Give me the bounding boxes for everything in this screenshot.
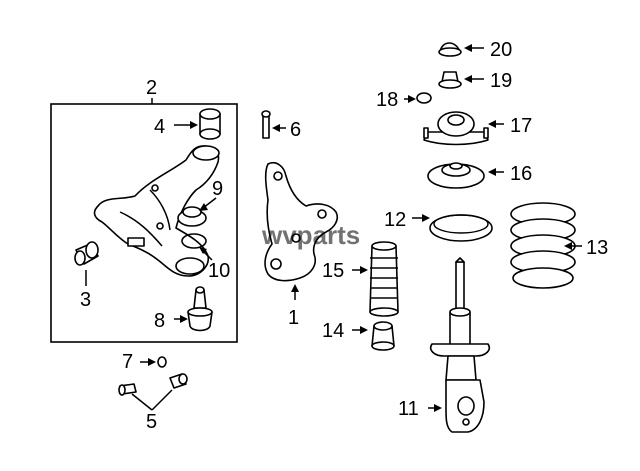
bolts-part-5 [118, 373, 188, 411]
callout-8: 8 [154, 310, 165, 332]
cap-part-20 [438, 42, 484, 57]
bushing-part-3 [74, 241, 99, 286]
spring-seat-part-16 [427, 162, 504, 189]
callout-4: 4 [154, 116, 165, 138]
callout-15: 15 [322, 260, 344, 282]
callout-11: 11 [398, 398, 419, 420]
watermark: wvparts [261, 220, 360, 250]
insulator-part-12 [412, 214, 493, 242]
callout-9: 9 [212, 178, 223, 200]
callout-2: 2 [146, 77, 157, 99]
ball-joint-part-8 [174, 286, 213, 332]
coil-spring-part-13 [510, 202, 582, 289]
callout-6: 6 [290, 119, 301, 141]
strut-mount-part-17 [423, 111, 504, 146]
callout-3: 3 [80, 289, 91, 311]
bump-stop-part-14 [352, 321, 395, 351]
callout-13: 13 [586, 237, 608, 259]
lower-control-arm [93, 145, 220, 277]
strut-part-11 [428, 257, 491, 433]
bushing-part-4 [174, 108, 221, 140]
callout-17: 17 [510, 115, 532, 137]
washer-part-18 [404, 92, 432, 104]
callout-19: 19 [490, 70, 512, 92]
callout-1: 1 [288, 307, 299, 329]
mount-part-9 [177, 197, 217, 227]
nut-part-7 [140, 356, 167, 368]
boot-part-15 [352, 241, 399, 317]
callout-12: 12 [384, 209, 406, 231]
knuckle-part-1 [264, 161, 339, 300]
callout-14: 14 [322, 320, 344, 342]
control-arm-assembly-box [50, 98, 238, 343]
callout-10: 10 [208, 260, 230, 282]
nut-part-19 [438, 71, 484, 89]
callout-18: 18 [376, 89, 398, 111]
callout-20: 20 [490, 39, 512, 61]
callout-16: 16 [510, 163, 532, 185]
callout-7: 7 [122, 351, 133, 373]
ring-part-10 [181, 233, 213, 261]
callout-5: 5 [146, 411, 157, 433]
bolt-part-6 [261, 110, 286, 139]
